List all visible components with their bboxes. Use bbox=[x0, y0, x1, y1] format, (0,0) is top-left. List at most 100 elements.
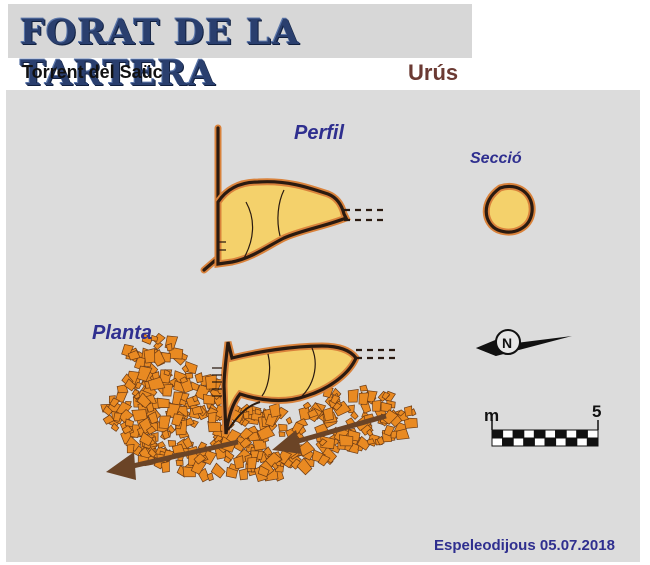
scale-segment bbox=[555, 429, 567, 439]
scree-rock bbox=[147, 447, 157, 458]
scale-bar bbox=[491, 420, 599, 447]
scree-rock bbox=[285, 416, 293, 425]
scree-rock bbox=[210, 462, 226, 479]
scree-rock bbox=[318, 438, 328, 447]
scree-rock bbox=[134, 381, 143, 390]
scree-rock bbox=[150, 334, 159, 342]
scree-rock bbox=[207, 421, 221, 433]
scree-rock bbox=[147, 376, 166, 391]
survey-drawing: N bbox=[100, 124, 599, 483]
scree-rock bbox=[332, 402, 343, 411]
scree-rock bbox=[194, 372, 204, 384]
scree-rock bbox=[110, 422, 120, 432]
scree-rock bbox=[223, 455, 232, 464]
scree-rock bbox=[366, 438, 376, 445]
plan-continuation bbox=[356, 348, 398, 360]
section-view bbox=[482, 183, 536, 236]
scree-rock bbox=[403, 405, 413, 417]
scree-rock bbox=[390, 430, 398, 439]
scree-rock bbox=[139, 431, 154, 447]
scree-rock bbox=[358, 392, 370, 405]
scree-rock bbox=[330, 394, 341, 405]
scree-rock bbox=[257, 465, 270, 478]
scree-rock bbox=[225, 466, 238, 479]
scree-rock bbox=[193, 453, 207, 465]
scale-segment bbox=[576, 437, 588, 447]
scree-rock bbox=[131, 389, 140, 397]
slope-arrow-left bbox=[106, 452, 136, 480]
place-name: Urús bbox=[408, 60, 459, 85]
scree-rock bbox=[206, 472, 214, 482]
scree-rock bbox=[322, 406, 334, 422]
scree-rock bbox=[160, 460, 170, 473]
scree-rock bbox=[207, 411, 217, 424]
scale-segment bbox=[544, 429, 557, 439]
scree-rock bbox=[291, 421, 305, 435]
title-band: FORAT DE LA TARTERA bbox=[8, 4, 472, 94]
scree-rock bbox=[127, 349, 141, 361]
scale-segment bbox=[565, 437, 578, 447]
scree-rock bbox=[350, 410, 359, 420]
scree-rock bbox=[156, 397, 170, 409]
cave-title: FORAT DE LA TARTERA bbox=[20, 12, 300, 94]
scree-rock bbox=[163, 369, 171, 377]
scree-rock bbox=[158, 415, 171, 430]
slope-arrows bbox=[106, 413, 387, 480]
scree-rock bbox=[376, 435, 385, 446]
north-arrow-icon: N bbox=[476, 329, 572, 356]
scree-rock bbox=[147, 411, 159, 425]
scale-segment bbox=[565, 429, 578, 439]
profile-view bbox=[200, 124, 386, 274]
scree-rock bbox=[256, 425, 276, 441]
scree-rock bbox=[205, 374, 217, 390]
scree-rock bbox=[359, 384, 369, 392]
scree-rock bbox=[372, 399, 382, 412]
scale-end-label: 5 bbox=[592, 402, 602, 421]
scree-rock bbox=[143, 348, 156, 364]
survey-canvas: N Perfil Secció Planta m 5 Espeleodijous… bbox=[6, 90, 640, 562]
scree-rock bbox=[238, 468, 248, 481]
label-profile: Perfil bbox=[294, 122, 345, 144]
scree-rock bbox=[203, 393, 216, 405]
scree-rock bbox=[102, 414, 115, 425]
scree-rock bbox=[109, 397, 120, 408]
scree-rock bbox=[125, 435, 141, 452]
survey-credit: Espeleodijous 05.07.2018 bbox=[434, 537, 615, 554]
scree-rock bbox=[233, 455, 245, 470]
scree-rock bbox=[126, 443, 135, 454]
scree-rock bbox=[167, 424, 176, 434]
scale-segment bbox=[523, 429, 535, 439]
scale-segment bbox=[491, 437, 504, 447]
scree-rock bbox=[179, 376, 189, 384]
scree-rock bbox=[171, 443, 185, 454]
scree-rock bbox=[136, 392, 152, 409]
scree-rock bbox=[161, 429, 170, 440]
scale-segment bbox=[533, 429, 546, 439]
scree-rock bbox=[302, 401, 312, 410]
scale-segment bbox=[544, 437, 557, 447]
scree-rock bbox=[321, 446, 338, 464]
slope-arrow-right bbox=[272, 430, 302, 454]
scree-rock bbox=[403, 417, 418, 429]
scree-rock bbox=[397, 409, 406, 417]
scree-rock bbox=[383, 424, 396, 437]
scale-segment bbox=[512, 437, 525, 447]
scale-segment bbox=[586, 437, 599, 447]
scree-rock bbox=[338, 434, 354, 447]
cave-subtitle: Torrent del Saüc bbox=[22, 62, 163, 82]
label-plan: Planta bbox=[92, 322, 153, 344]
scree-rock bbox=[278, 431, 286, 437]
scree-rock bbox=[182, 436, 193, 449]
scree-rock bbox=[254, 408, 262, 416]
scree-rock bbox=[317, 454, 331, 467]
label-section: Secció bbox=[470, 150, 522, 167]
north-letter: N bbox=[502, 335, 512, 351]
scree-rock bbox=[192, 394, 199, 403]
plan-view bbox=[212, 341, 398, 435]
scree-rock bbox=[113, 412, 123, 422]
scree-rock bbox=[124, 378, 137, 392]
scree-rock bbox=[278, 423, 288, 432]
scale-segment bbox=[533, 437, 546, 447]
scree-rock bbox=[179, 398, 187, 407]
scree-rock bbox=[239, 437, 253, 449]
